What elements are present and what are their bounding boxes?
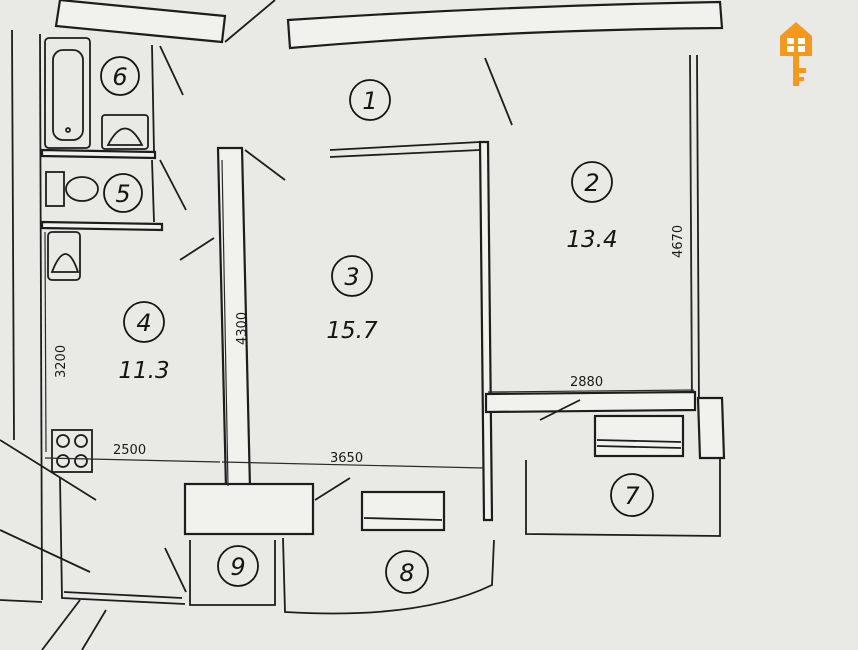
- bathtub-inner: [52, 49, 84, 141]
- bath-sink-bowl: [106, 127, 144, 146]
- room-3-area: 15.7: [326, 318, 378, 344]
- dimension-lines: [44, 59, 695, 487]
- dim-label-4670: 4670: [671, 225, 686, 258]
- door-room6: [159, 45, 184, 96]
- wall-top-left: [54, 0, 227, 44]
- dim-label-4300: 4300: [235, 312, 250, 345]
- door-room9: [164, 547, 187, 593]
- room-1-label: 1: [362, 87, 377, 115]
- door-entrance: [0, 529, 91, 573]
- dim-label-3650: 3650: [330, 451, 363, 466]
- wall-top-right-stub: [696, 396, 726, 460]
- wall-room9: [189, 540, 276, 606]
- doors: [0, 0, 581, 650]
- door-corridor: [314, 477, 351, 501]
- walls: [0, 0, 726, 615]
- room-4-label: 4: [136, 309, 151, 337]
- room-3-label: 3: [344, 263, 359, 291]
- room-2-circle: [571, 161, 613, 203]
- room-9-label: 9: [230, 553, 245, 581]
- fixtures: [44, 37, 149, 473]
- door-entrance-2: [41, 599, 81, 650]
- room-2-label: 2: [584, 169, 599, 197]
- room-8-circle: [385, 550, 429, 594]
- wall-room2-right-2: [696, 54, 700, 411]
- dim-line-4670: [689, 59, 693, 393]
- stove: [51, 429, 93, 473]
- room-7-label: 7: [624, 482, 640, 510]
- balcony-7-ledge: [593, 414, 685, 458]
- room-6-circle: [100, 56, 140, 96]
- room-8-label: 8: [399, 559, 414, 587]
- wall-room3-top-2: [329, 149, 481, 158]
- room-9-circle: [217, 545, 259, 587]
- room-6-label: 6: [112, 63, 127, 91]
- wall-left-edge: [11, 29, 15, 441]
- door-entrance-3: [81, 609, 107, 650]
- bathtub-drain: [65, 127, 71, 133]
- bath-sink: [101, 114, 149, 150]
- corridor-block-right: [360, 490, 446, 532]
- door-room1-top: [224, 0, 276, 43]
- door-room3: [244, 149, 286, 181]
- door-room2: [539, 399, 581, 421]
- room-markers: 1 2 13.4 3 15.7 4 11.3 5 6 7 8 9: [100, 56, 654, 594]
- door-room5: [159, 159, 187, 211]
- bathtub: [44, 37, 91, 149]
- house-key-icon: [780, 22, 812, 86]
- balcony-7-ledge-line-2: [596, 445, 682, 449]
- stove-burner-1: [56, 434, 70, 448]
- stove-burner-3: [56, 454, 70, 468]
- corridor-block-right-line: [363, 517, 443, 521]
- wall-top-right: [286, 0, 724, 50]
- kitchen-sink: [47, 231, 81, 281]
- door-hall: [0, 439, 97, 501]
- wall-balcony-7: [525, 452, 721, 537]
- wall-hall-left: [59, 477, 186, 605]
- kitchen-sink-bowl: [50, 253, 80, 273]
- stove-burner-2: [74, 434, 88, 448]
- dim-label-2500: 2500: [113, 443, 146, 458]
- wall-bath-right-2: [151, 159, 155, 223]
- room-4-area: 11.3: [118, 358, 169, 384]
- wall-bottom-left: [0, 599, 43, 603]
- stove-burner-4: [74, 454, 88, 468]
- room-3-circle: [331, 255, 373, 297]
- wall-room3-right: [478, 140, 494, 522]
- balcony-7-ledge-line: [596, 439, 682, 443]
- wall-room2-bottom: [484, 390, 697, 414]
- room-7-circle: [610, 473, 654, 517]
- room-2-area: 13.4: [566, 227, 617, 253]
- toilet-bowl: [65, 176, 99, 202]
- dim-line-2880: [487, 389, 695, 393]
- dim-line-3200: [44, 231, 47, 453]
- toilet-tank: [45, 171, 65, 207]
- wall-balcony-8: [282, 537, 495, 615]
- dim-label-2880: 2880: [570, 375, 603, 390]
- door-room4: [179, 237, 215, 261]
- wall-bath-right: [151, 44, 155, 153]
- wall-left-inner: [39, 33, 43, 601]
- wall-wc-partition: [40, 220, 164, 232]
- room-4-circle: [123, 301, 165, 343]
- room-5-label: 5: [115, 180, 130, 208]
- door-room1-right: [484, 57, 513, 126]
- room-5-circle: [103, 173, 143, 213]
- wall-room3-top: [329, 141, 481, 151]
- corridor-block-left: [183, 482, 315, 536]
- dim-line-3650: [221, 461, 485, 469]
- dim-line-2500: [44, 457, 221, 463]
- dim-line-4300: [221, 159, 229, 487]
- wall-hall-left-2: [63, 591, 183, 599]
- room-1-circle: [349, 79, 391, 121]
- wall-bath-partition: [40, 148, 157, 160]
- dim-label-3200: 3200: [54, 345, 69, 378]
